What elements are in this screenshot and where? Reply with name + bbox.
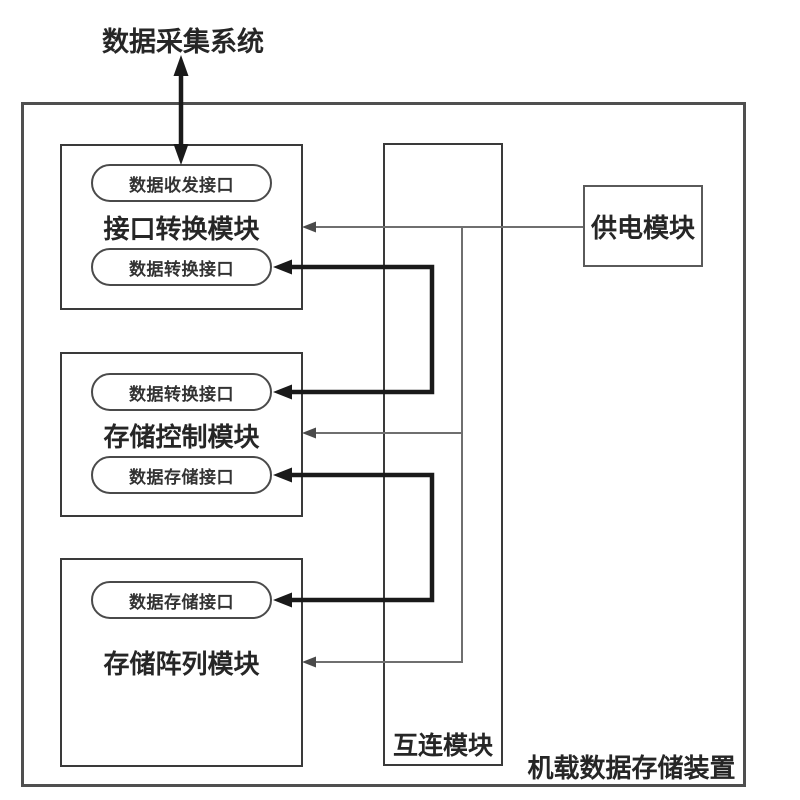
- device-outer-label: 机载数据存储装置: [527, 754, 736, 783]
- module-interconnect-label: 互连模块: [392, 733, 493, 760]
- port-data-transceive-interface: 数据收发接口: [91, 164, 272, 202]
- device-outer-box: [21, 102, 746, 787]
- port-data-storage-interface-upper: 数据存储接口: [91, 456, 272, 494]
- module-power-label: 供电模块: [590, 213, 695, 243]
- module-interconnect: [383, 143, 503, 766]
- port-data-storage-interface-lower: 数据存储接口: [91, 581, 272, 619]
- module-interface-conversion-label: 接口转换模块: [103, 215, 260, 244]
- port-data-convert-interface-upper: 数据转换接口: [91, 248, 272, 286]
- module-storage-array-label: 存储阵列模块: [103, 650, 260, 679]
- port-data-convert-interface-lower: 数据转换接口: [91, 373, 272, 411]
- module-power: 供电模块: [583, 185, 703, 267]
- module-storage-control-label: 存储控制模块: [103, 423, 260, 452]
- external-system-label: 数据采集系统: [102, 27, 264, 57]
